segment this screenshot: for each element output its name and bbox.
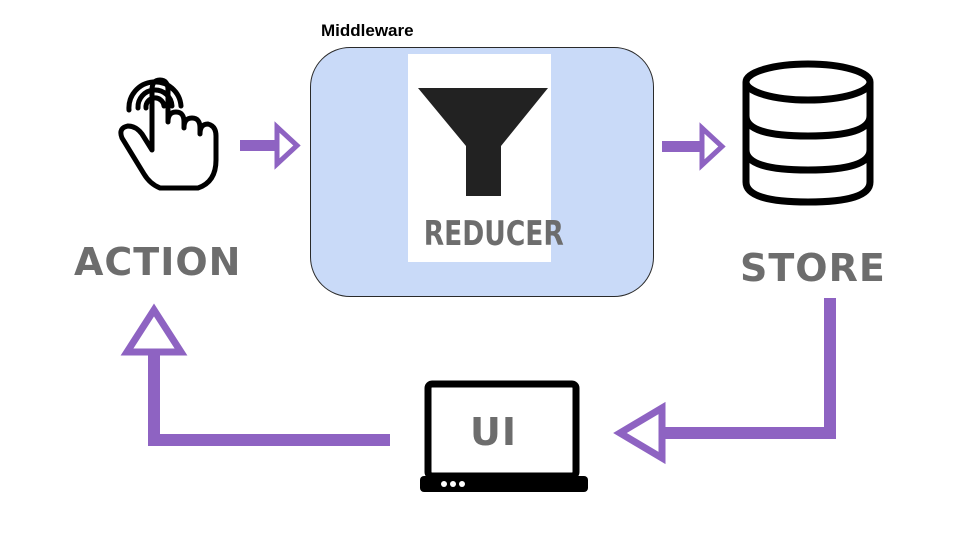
db-top xyxy=(742,60,874,104)
laptop-icon xyxy=(420,380,588,492)
laptop-dot-3 xyxy=(459,481,465,487)
db-ring-2 xyxy=(742,149,874,174)
touch-hand-icon xyxy=(118,77,219,191)
db-body xyxy=(742,82,874,206)
action-label: ACTION xyxy=(74,240,242,284)
arrow-ui-to-action xyxy=(120,303,390,446)
database-icon xyxy=(742,60,874,206)
laptop-dot-1 xyxy=(441,481,447,487)
reducer-label: REDUCER xyxy=(423,214,564,254)
funnel-shape xyxy=(418,88,548,196)
laptop-base xyxy=(420,476,588,492)
arrow-middleware-to-store xyxy=(662,122,726,171)
laptop-dot-2 xyxy=(450,481,456,487)
arrow-store-to-ui xyxy=(613,298,836,465)
ui-label: UI xyxy=(470,410,517,454)
hand-outline xyxy=(118,77,219,191)
middleware-label: Middleware xyxy=(321,21,414,40)
db-ring-1 xyxy=(742,115,874,140)
arrow-action-to-middleware xyxy=(240,121,301,170)
touch-ripple-inner xyxy=(143,95,167,111)
store-label: STORE xyxy=(740,246,886,290)
funnel-icon xyxy=(418,88,548,196)
